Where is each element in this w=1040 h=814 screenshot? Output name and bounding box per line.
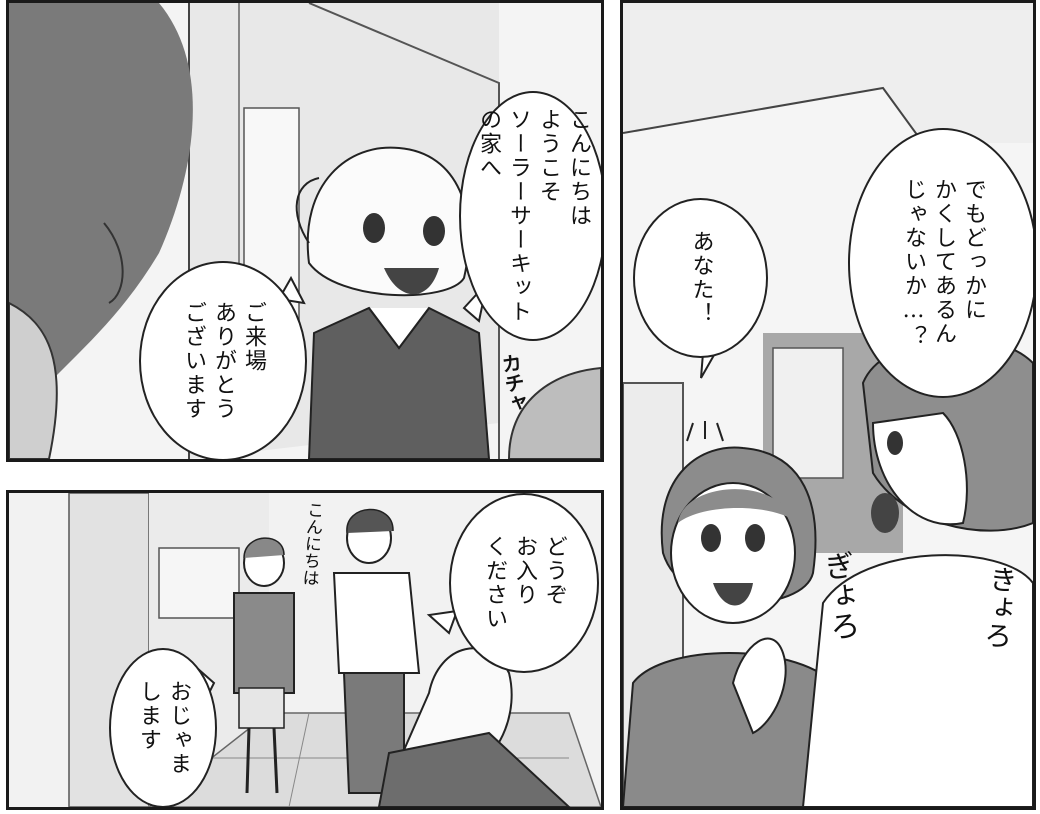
panel-bottom-left: どうぞ お入り ください おじゃま します こんにちは	[6, 490, 604, 810]
speech-bubble-hidden-somewhere: でもどっかに かくしてあるん じゃないか…？	[848, 128, 1033, 398]
speech-bubble-anata: あなた！	[633, 198, 768, 358]
speech-text-thanks: ご来場 ありがとう ございます	[181, 301, 266, 421]
panel-right-art	[623, 3, 1033, 807]
speech-bubble-greeting: こんにちは ようこそ ソーラーサーキット の家へ	[459, 91, 601, 341]
speech-bubble-excuse-me: おじゃま します	[109, 648, 217, 807]
speech-text-anata: あなた！	[688, 230, 714, 326]
speech-bubble-welcome-in: どうぞ お入り ください	[449, 493, 599, 673]
sfx-kyoro: きょろ	[979, 563, 1020, 651]
sfx-gyoro: ぎょろ	[816, 549, 861, 643]
panel-top-left: こんにちは ようこそ ソーラーサーキット の家へ ご来場 ありがとう ございます…	[6, 0, 604, 462]
speech-text-greeting: こんにちは ようこそ ソーラーサーキット の家へ	[476, 108, 591, 324]
speech-text-hidden-somewhere: でもどっかに かくしてあるん じゃないか…？	[901, 177, 986, 349]
panel-right: でもどっかに かくしてあるん じゃないか…？ あなた！ ぎょろ きょろ	[620, 0, 1036, 810]
speech-text-excuse-me: おじゃま します	[136, 680, 191, 776]
speech-bubble-thanks: ご来場 ありがとう ございます	[139, 261, 307, 459]
speech-text-welcome-in: どうぞ お入り ください	[482, 535, 567, 631]
